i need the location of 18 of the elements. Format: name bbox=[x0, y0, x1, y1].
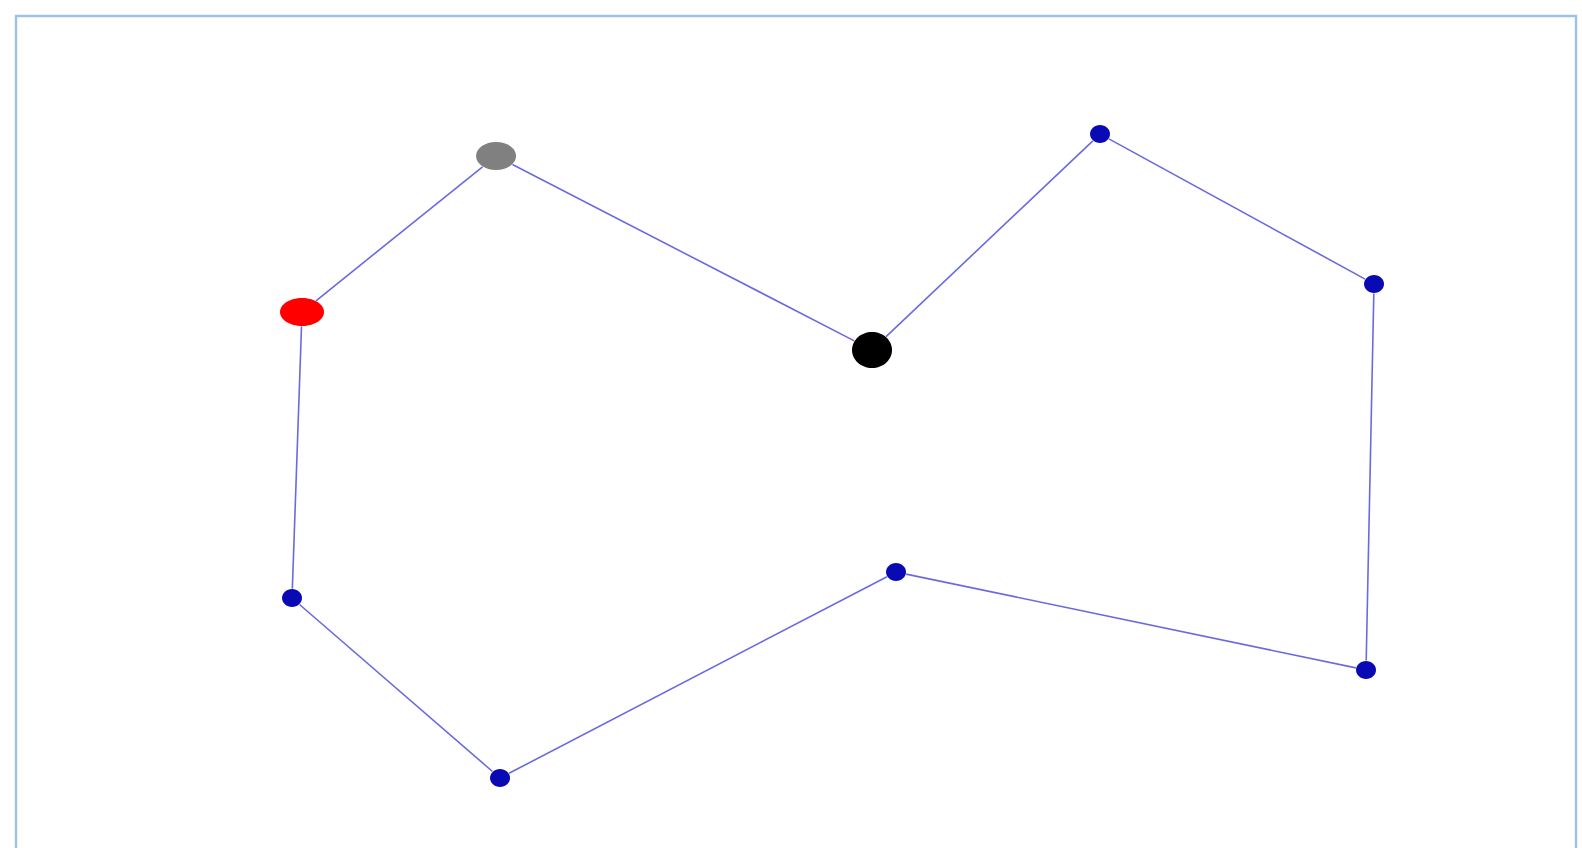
dot bbox=[490, 769, 510, 787]
line bbox=[511, 163, 856, 342]
line bbox=[1365, 292, 1375, 662]
dot bbox=[1364, 275, 1384, 293]
dot bbox=[476, 142, 516, 170]
line bbox=[885, 140, 1094, 338]
line bbox=[905, 573, 1357, 669]
line bbox=[315, 166, 484, 302]
dot bbox=[1090, 125, 1110, 143]
dot bbox=[1356, 661, 1376, 679]
dot bbox=[852, 332, 892, 368]
line bbox=[1108, 138, 1366, 280]
dot bbox=[282, 589, 302, 607]
dot bbox=[886, 563, 906, 581]
line bbox=[291, 325, 303, 590]
dot bbox=[280, 298, 324, 326]
line bbox=[298, 603, 494, 773]
line bbox=[508, 575, 888, 775]
